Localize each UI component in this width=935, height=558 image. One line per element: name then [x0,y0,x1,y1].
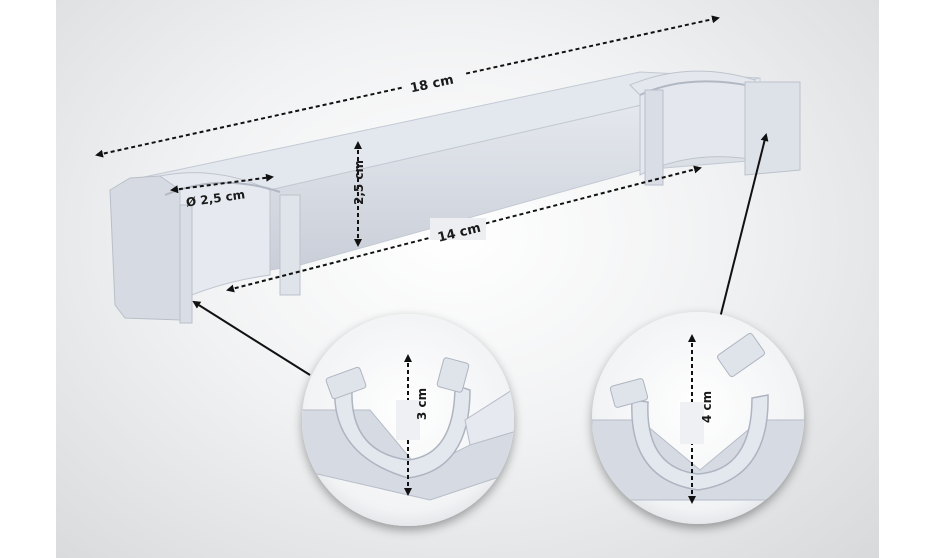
detail-circle-large-clip: 4 cm [592,312,804,524]
inner-length-line [226,165,702,293]
detail-circle-small-clip: 3 cm [302,314,514,526]
clip-large-label: 4 cm [700,391,714,423]
callout-arrow-right [719,133,769,319]
callout-arrow-left [192,300,311,376]
height-label: 2,5 cm [352,160,366,205]
clip-small-label: 3 cm [415,388,429,420]
diameter-line [170,173,274,194]
product-illustration: 18 cm 14 cm 2,5 cm Ø 2,5 cm 3 cm 4 cm [95,15,804,526]
product-stage: 18 cm 14 cm 2,5 cm Ø 2,5 cm 3 cm 4 cm [56,0,879,558]
